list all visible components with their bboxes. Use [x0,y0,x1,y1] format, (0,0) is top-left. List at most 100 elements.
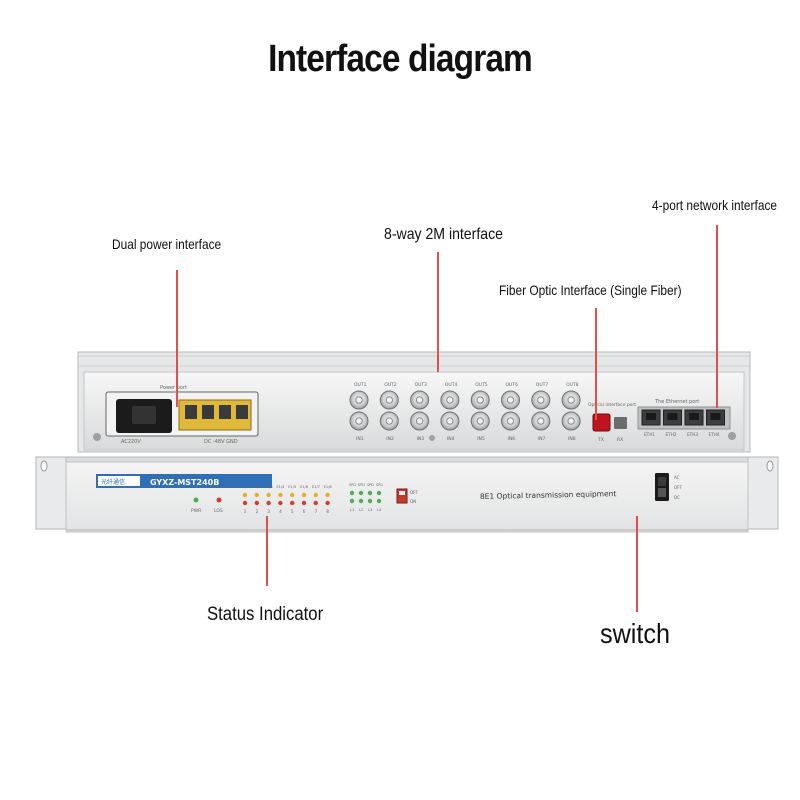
dip-off-label: OFF [410,490,418,495]
net-led-bottom-label: L4 [377,508,382,512]
e1-led-yellow [254,492,259,498]
los-label: LOS [214,508,223,514]
e1-channel-label: E1/5 [288,485,296,489]
e1-channel-label: E1/8 [324,485,333,489]
dc-caption: DC -48V GND [204,439,238,445]
fiber-connector-gray[interactable] [614,417,627,429]
e1-led-yellow [325,492,330,498]
pwr-los-indicators: PWR LOS [191,497,223,514]
e1-led-yellow [242,492,248,498]
fiber-port: Optical interface port TX RX [588,402,636,443]
label-dual-power: Dual power interface [112,236,222,252]
bnc-in-label: IN6 [508,436,516,442]
fiber-connector-red[interactable] [592,413,611,432]
bnc-connector-core [385,417,393,425]
bnc-connector-core [537,417,545,425]
switch-dc-label: DC [674,495,680,500]
bnc-connector-core [446,417,454,425]
net-led-bottom-label: L2 [359,508,363,512]
leader-line-status [266,516,268,586]
e1-led-red [278,500,283,506]
dip-switch[interactable]: OFF ON [396,488,418,504]
pwr-led [193,497,199,503]
bnc-connector-core [355,396,363,404]
e1-led-red [254,500,259,506]
ethernet-port-label: ETH2 [666,432,677,437]
bnc-in-label: IN1 [356,436,364,442]
bnc-connector-core [567,396,575,404]
net-led-green [376,490,382,496]
rack-ear-right [747,456,779,530]
fiber-rx-label: RX [617,437,623,443]
bnc-in-label: IN7 [538,436,546,442]
bnc-in-label: IN2 [386,436,394,442]
net-led-green [349,498,355,504]
ethernet-port-jack [646,413,656,420]
leader-line-switch [636,516,638,612]
leader-line-network [716,225,718,408]
e1-led-yellow [290,492,295,498]
label-2m-interface: 8-way 2M interface [384,226,503,243]
fiber-caption: Optical interface port [588,402,636,408]
bnc-out-label: OUT3 [415,382,428,388]
bnc-out-label: OUT4 [445,382,458,388]
bnc-out-label: OUT6 [506,382,519,388]
bnc-out-label: OUT8 [566,382,579,388]
e1-channel-number: 5 [291,509,294,514]
ethernet-port-jack [689,413,699,420]
e1-channel-label: E1/7 [312,485,320,489]
net-led-green [367,498,373,504]
rear-screw [429,435,435,441]
bnc-out-label: OUT7 [536,382,549,388]
leader-line-2m-interface [437,252,439,372]
bnc-out-label: OUT5 [475,382,488,388]
e1-channel-number: 4 [279,509,282,514]
e1-led-red [325,500,330,506]
fiber-tx-label: TX [597,437,604,443]
e1-led-red [290,500,295,506]
switch-ac-label: AC [674,475,680,480]
brand-logo-text: 光纤通信 [101,478,125,486]
net-led-label: SPD [367,483,374,487]
rear-screw [728,432,736,440]
e1-led-red [301,500,307,506]
e1-led-yellow [313,492,318,498]
net-led-bottom-label: L1 [350,508,354,512]
product-description: 8E1 Optical transmission equipment [480,489,617,501]
e1-channel-number: 2 [256,509,259,514]
net-led-green [358,498,364,504]
dip-on-label: ON [410,499,416,504]
bnc-connector-core [476,417,484,425]
rear-screw [93,433,101,441]
e1-channel-number: 1 [244,509,247,514]
net-led-bottom-label: L3 [368,508,372,512]
bnc-connector-core [355,417,363,425]
diagram-title: Interface diagram [268,38,533,80]
ethernet-port-jack [667,413,678,420]
e1-channel-label: E1/1 [241,485,249,489]
bnc-connector-core [567,417,575,425]
label-network-interface: 4-port network interface [652,197,778,213]
label-status-indicator: Status Indicator [207,604,324,625]
bnc-connector-core [476,396,484,404]
label-fiber-interface: Fiber Optic Interface (Single Fiber) [499,282,682,298]
e1-channel-number: 7 [315,509,318,514]
leader-line-dual-power [176,270,178,407]
bnc-connector-core [506,396,515,404]
los-led [216,497,222,503]
e1-led-red [313,500,318,506]
power-switch[interactable]: AC OFF DC [655,473,682,501]
e1-led-yellow [301,492,307,498]
leader-line-fiber [595,308,597,420]
e1-channel-number: 8 [326,509,329,514]
bnc-connectors: OUT1IN1OUT2IN2OUT3IN3OUT4IN4OUT5IN5OUT6I… [349,382,581,442]
e1-led-red [242,500,248,506]
ethernet-port-label: ETH1 [644,432,655,437]
brand-strip: 光纤通信 GYXZ-MST240B [96,474,272,488]
net-led-green [358,490,364,496]
bnc-in-label: IN4 [447,436,455,442]
e1-channel-label: E1/4 [276,485,285,489]
